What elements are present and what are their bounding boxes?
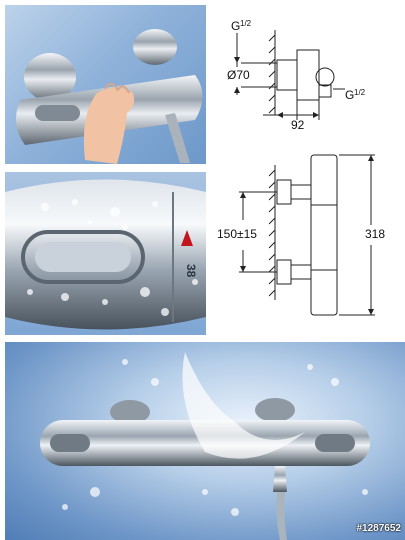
thread-top-fraction: 1/2 bbox=[240, 19, 252, 28]
photo-hand-on-thermostat bbox=[5, 5, 206, 164]
diameter-label: Ø70 bbox=[227, 68, 250, 82]
dimension-drawing-top-svg: G 1/2 Ø70 G 1/2 92 bbox=[227, 19, 366, 132]
thermostat-hand-illustration bbox=[16, 29, 203, 164]
dial-marker-text: 38 bbox=[184, 264, 198, 278]
dimension-drawing-side: 150±15 318 bbox=[215, 150, 405, 340]
thread-top-label: G bbox=[231, 19, 240, 33]
temperature-pointer-icon bbox=[181, 230, 193, 246]
watermark: #1287652 bbox=[356, 523, 402, 534]
thread-bottom-fraction: 1/2 bbox=[354, 88, 366, 97]
dimension-drawing-top: G 1/2 Ø70 G 1/2 92 bbox=[215, 5, 405, 155]
thermostat-splash-illustration bbox=[40, 352, 370, 540]
dimension-drawing-side-svg: 150±15 318 bbox=[217, 154, 385, 316]
photo-thermostat-splash bbox=[5, 342, 405, 540]
thread-bottom-label: G bbox=[345, 88, 354, 102]
spacing-label: 150±15 bbox=[217, 227, 257, 241]
depth-label: 92 bbox=[291, 118, 305, 132]
photo-thermostat-closeup: 38 bbox=[5, 172, 206, 335]
height-label: 318 bbox=[365, 227, 385, 241]
thermostat-closeup-illustration: 38 bbox=[5, 179, 206, 330]
